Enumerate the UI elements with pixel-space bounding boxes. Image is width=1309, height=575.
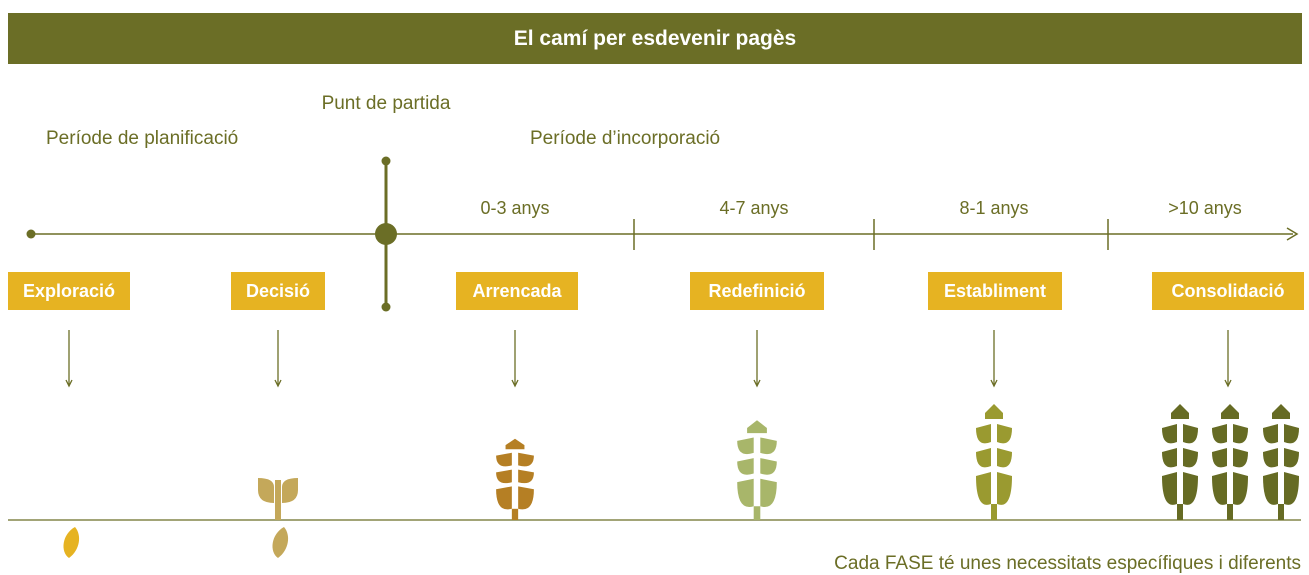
footer-note: Cada FASE té unes necessitats específiqu… [834, 553, 1301, 574]
page-title: El camí per esdevenir pagès [513, 26, 797, 50]
wheat-icon-redefinicio [737, 420, 777, 520]
start-point-label: Punt de partida [321, 93, 451, 114]
phase-box-consolidacio: Consolidació [1152, 272, 1304, 310]
duration-label: 0-3 anys [480, 198, 550, 218]
wheat-icon-consolidacio [1212, 404, 1248, 520]
phase-box-establiment: Establiment [928, 272, 1062, 310]
phase-label: Redefinició [708, 280, 806, 301]
down-arrow-icon [511, 330, 519, 388]
phase-label: Decisió [245, 280, 311, 301]
title-banner: El camí per esdevenir pagès [8, 13, 1302, 64]
timeline-arrowhead [1286, 227, 1299, 241]
duration-label: 4-7 anys [719, 198, 789, 218]
duration-label: 8-1 anys [959, 198, 1029, 218]
wheat-icon-consolidacio [1162, 404, 1198, 520]
wheat-icon-establiment [976, 404, 1012, 520]
down-arrow-icon [274, 330, 282, 388]
wheat-icon-arrencada [496, 438, 534, 520]
incorporation-period-label: Període d’incorporació [530, 128, 721, 149]
sprout-icon [258, 478, 298, 558]
start-point-dot [375, 223, 397, 245]
phase-label: Arrencada [472, 280, 562, 301]
phase-box-decisio: Decisió [231, 272, 325, 310]
wheat-icon-consolidacio [1263, 404, 1299, 520]
phase-box-arrencada: Arrencada [456, 272, 578, 310]
planning-period-label: Període de planificació [46, 128, 239, 149]
start-point-marker-bottom [381, 302, 391, 312]
phase-label: Establiment [943, 280, 1047, 301]
timeline-start-dot [26, 229, 36, 239]
down-arrow-icon [65, 330, 73, 388]
phase-label: Consolidació [1171, 280, 1285, 301]
phase-box-exploracio: Exploració [8, 272, 130, 310]
duration-label: >10 anys [1168, 198, 1242, 218]
seed-icon [63, 527, 80, 558]
start-point-marker-top [381, 156, 391, 166]
down-arrow-icon [753, 330, 761, 388]
phase-box-redefinicio: Redefinició [690, 272, 824, 310]
down-arrow-icon [990, 330, 998, 388]
down-arrow-icon [1224, 330, 1232, 388]
phase-label: Exploració [22, 280, 116, 301]
